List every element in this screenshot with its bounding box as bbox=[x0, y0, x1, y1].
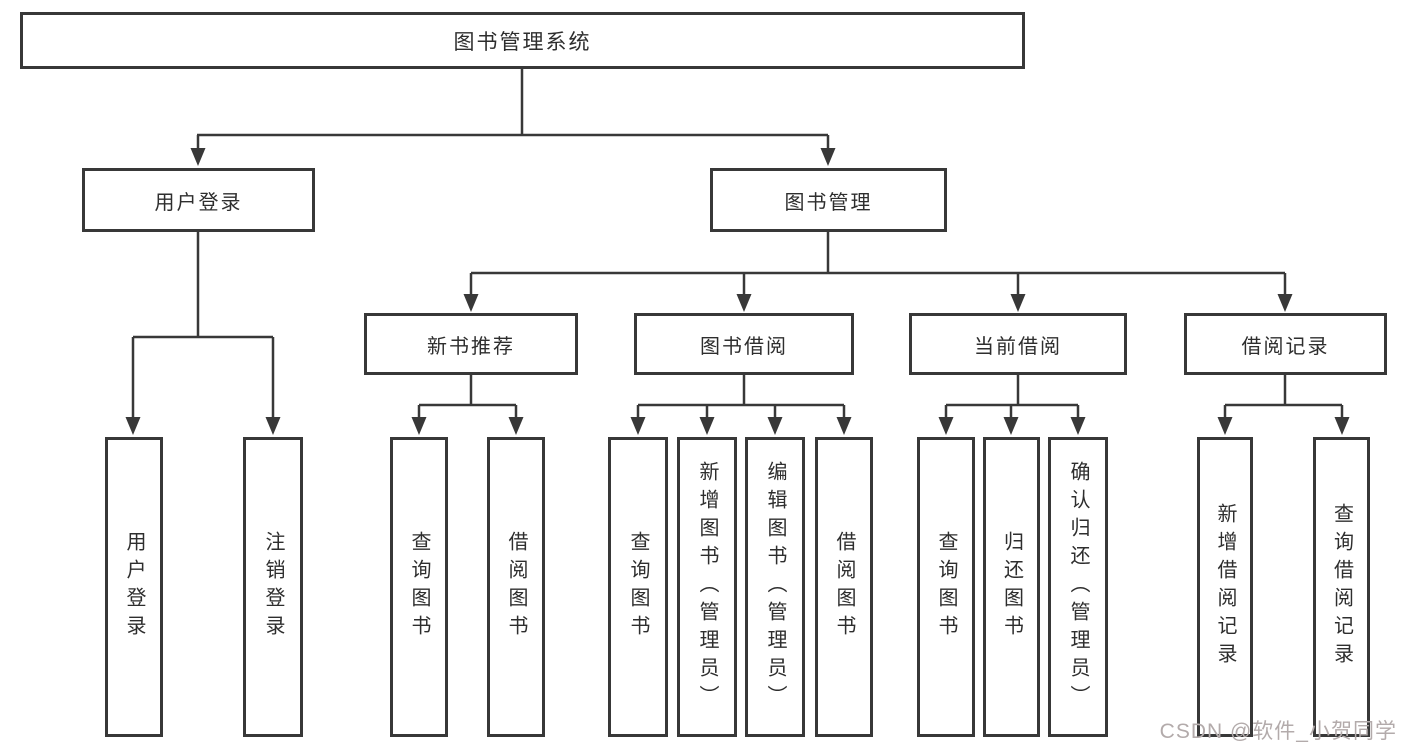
leaf-query-borrow-record: 查询借阅记录 bbox=[1313, 437, 1370, 737]
leaf-query-books-recommend: 查询图书 bbox=[390, 437, 448, 737]
leaf-query-books-current: 查询图书 bbox=[917, 437, 975, 737]
leaf-query-books-borrowing: 查询图书 bbox=[608, 437, 668, 737]
leaf-borrow-books-recommend-label: 借阅图书 bbox=[505, 531, 527, 643]
leaf-edit-books-admin-label: 编辑图书（管理员） bbox=[764, 461, 786, 713]
leaf-logout-label: 注销登录 bbox=[262, 531, 284, 643]
leaf-add-books-admin: 新增图书（管理员） bbox=[677, 437, 737, 737]
leaf-return-books-label: 归还图书 bbox=[1000, 531, 1023, 643]
leaf-user-login-label: 用户登录 bbox=[123, 531, 145, 643]
csdn-watermark: CSDN @软件_小贺同学 bbox=[1159, 720, 1397, 743]
node-book-borrowing: 图书借阅 bbox=[634, 313, 854, 375]
leaf-borrow-books: 借阅图书 bbox=[815, 437, 873, 737]
leaf-confirm-return-admin: 确认归还（管理员） bbox=[1048, 437, 1108, 737]
leaf-confirm-return-admin-label: 确认归还（管理员） bbox=[1067, 461, 1089, 713]
leaf-borrow-books-recommend: 借阅图书 bbox=[487, 437, 545, 737]
node-book-management: 图书管理 bbox=[710, 168, 947, 232]
leaf-user-login: 用户登录 bbox=[105, 437, 163, 737]
node-new-book-recommend: 新书推荐 bbox=[364, 313, 578, 375]
leaf-add-books-admin-label: 新增图书（管理员） bbox=[696, 461, 718, 713]
leaf-return-books: 归还图书 bbox=[983, 437, 1040, 737]
leaf-add-borrow-record: 新增借阅记录 bbox=[1197, 437, 1253, 737]
leaf-query-books-current-label: 查询图书 bbox=[935, 531, 957, 643]
leaf-edit-books-admin: 编辑图书（管理员） bbox=[745, 437, 805, 737]
node-current-borrowing: 当前借阅 bbox=[909, 313, 1127, 375]
node-user-login: 用户登录 bbox=[82, 168, 315, 232]
leaf-query-books-recommend-label: 查询图书 bbox=[408, 531, 430, 643]
leaf-query-borrow-record-label: 查询借阅记录 bbox=[1330, 503, 1353, 671]
node-root-system: 图书管理系统 bbox=[20, 12, 1025, 69]
leaf-borrow-books-label: 借阅图书 bbox=[833, 531, 855, 643]
leaf-query-books-borrowing-label: 查询图书 bbox=[627, 531, 649, 643]
leaf-add-borrow-record-label: 新增借阅记录 bbox=[1214, 503, 1236, 671]
node-borrow-records: 借阅记录 bbox=[1184, 313, 1387, 375]
leaf-logout: 注销登录 bbox=[243, 437, 303, 737]
